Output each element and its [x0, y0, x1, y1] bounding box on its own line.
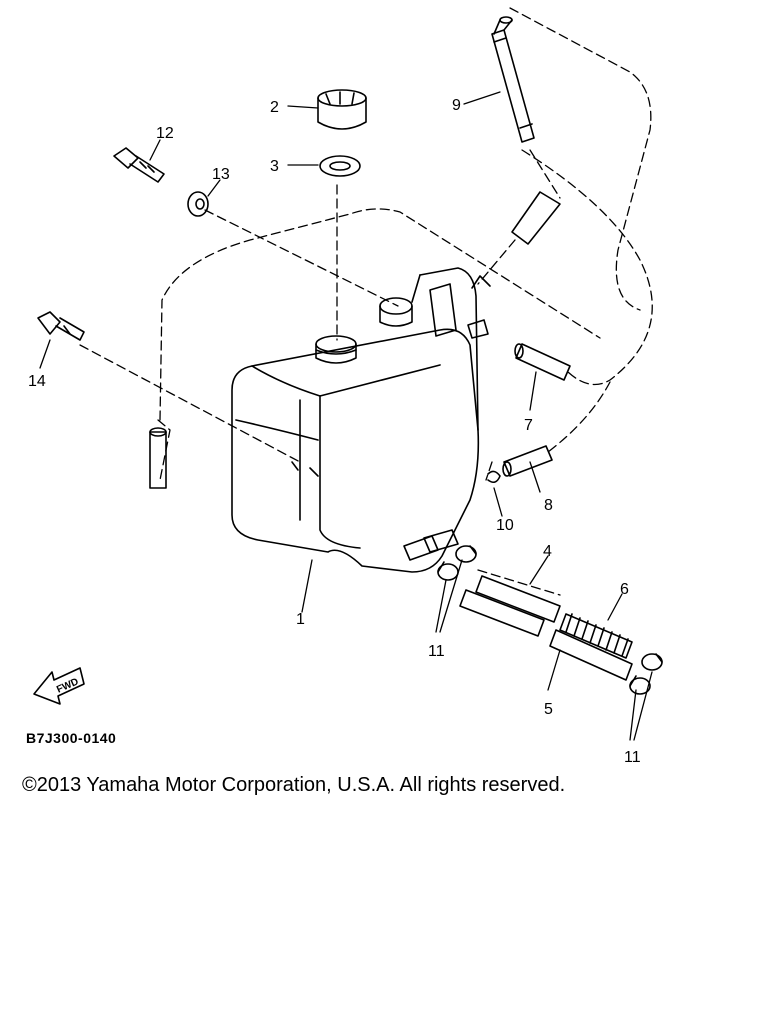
hose-routing-line [509, 7, 652, 311]
bolt-left [37, 311, 85, 341]
protector-spring [559, 613, 633, 659]
leader-line [149, 139, 161, 161]
callout-1: 1 [296, 611, 305, 628]
hose-clamps-lower [629, 653, 663, 695]
callout-6: 6 [620, 581, 629, 598]
cap-gasket [319, 155, 361, 177]
leader-line [287, 105, 319, 109]
washer [187, 191, 209, 217]
hose-routing-line [477, 239, 516, 285]
copyright-notice: ©2013 Yamaha Motor Corporation, U.S.A. A… [22, 774, 566, 796]
callout-12: 12 [156, 125, 174, 142]
hose-routing-line [529, 149, 561, 199]
outlet-nipples [403, 529, 459, 561]
leader-line [301, 559, 313, 613]
callout-13: 13 [212, 166, 230, 183]
reference-code: B7J300-0140 [26, 730, 116, 746]
callout-5: 5 [544, 701, 553, 718]
hose-4 [459, 575, 561, 637]
hose-routing-line [159, 208, 601, 421]
hose-clamps-upper [437, 545, 477, 581]
oil-tank [231, 267, 491, 573]
callout-14: 14 [28, 373, 46, 390]
guide-lines [79, 7, 653, 596]
callout-3: 3 [270, 158, 279, 175]
callout-2: 2 [270, 99, 279, 116]
callout-11-lower: 11 [624, 749, 641, 766]
callout-labels: 1 2 3 4 5 6 7 8 9 10 11 11 12 13 14 FWD … [26, 97, 641, 766]
callout-8: 8 [544, 497, 553, 514]
hose-routing-line [477, 569, 561, 596]
leader-line [39, 339, 51, 369]
leader-lines [39, 91, 653, 741]
callout-9: 9 [452, 97, 461, 114]
hose-7 [514, 343, 571, 381]
breather-fitting [379, 297, 413, 327]
hose-routing-line [547, 381, 611, 453]
callout-7: 7 [524, 417, 533, 434]
bolt-upper [113, 147, 165, 183]
leader-line [529, 555, 549, 585]
hose-routing-line [157, 419, 171, 481]
clip-10 [487, 470, 501, 484]
leader-line [529, 371, 537, 411]
filler-neck [315, 335, 357, 364]
leader-line [435, 579, 447, 633]
leader-line [547, 649, 561, 691]
fwd-label: FWD [55, 676, 80, 695]
short-hose-upper [511, 191, 561, 245]
forward-direction-arrow [33, 667, 85, 705]
leader-line [629, 689, 637, 741]
filler-cap [317, 89, 367, 130]
leader-line [463, 91, 501, 105]
leader-line [607, 593, 623, 621]
hose-routing-line [204, 209, 399, 307]
callout-11-upper: 11 [428, 643, 445, 660]
leader-line [207, 179, 221, 197]
hose-5 [549, 629, 633, 681]
callout-4: 4 [543, 543, 552, 560]
long-hose [491, 16, 535, 143]
leader-line [493, 487, 503, 517]
hose-8 [502, 445, 553, 477]
hose-routing-line [485, 461, 493, 481]
hose-routing-line [79, 344, 301, 463]
callout-10: 10 [496, 517, 514, 534]
short-hose-left [149, 427, 167, 489]
hose-routing-line [521, 149, 653, 386]
